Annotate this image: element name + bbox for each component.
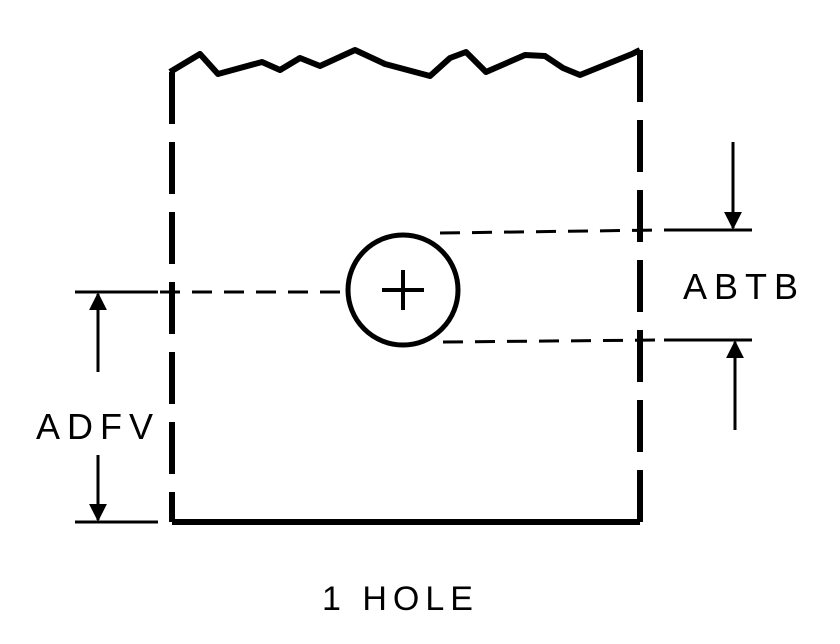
break-line: [168, 47, 642, 79]
hole-bottom-extension: [442, 338, 661, 344]
dimension-arrows: [89, 142, 744, 522]
extension-lines: [160, 228, 661, 344]
dimension-label-adfv: ADFV: [36, 406, 160, 447]
hole-top-extension: [439, 228, 661, 235]
hole: [345, 232, 461, 348]
dimension-label-abtb: ABTB: [683, 266, 805, 307]
plate-outline: [168, 47, 643, 525]
hole-circle: [345, 232, 461, 348]
solid-extension-lines: [75, 228, 752, 524]
drawing-caption: 1 HOLE: [322, 580, 479, 618]
